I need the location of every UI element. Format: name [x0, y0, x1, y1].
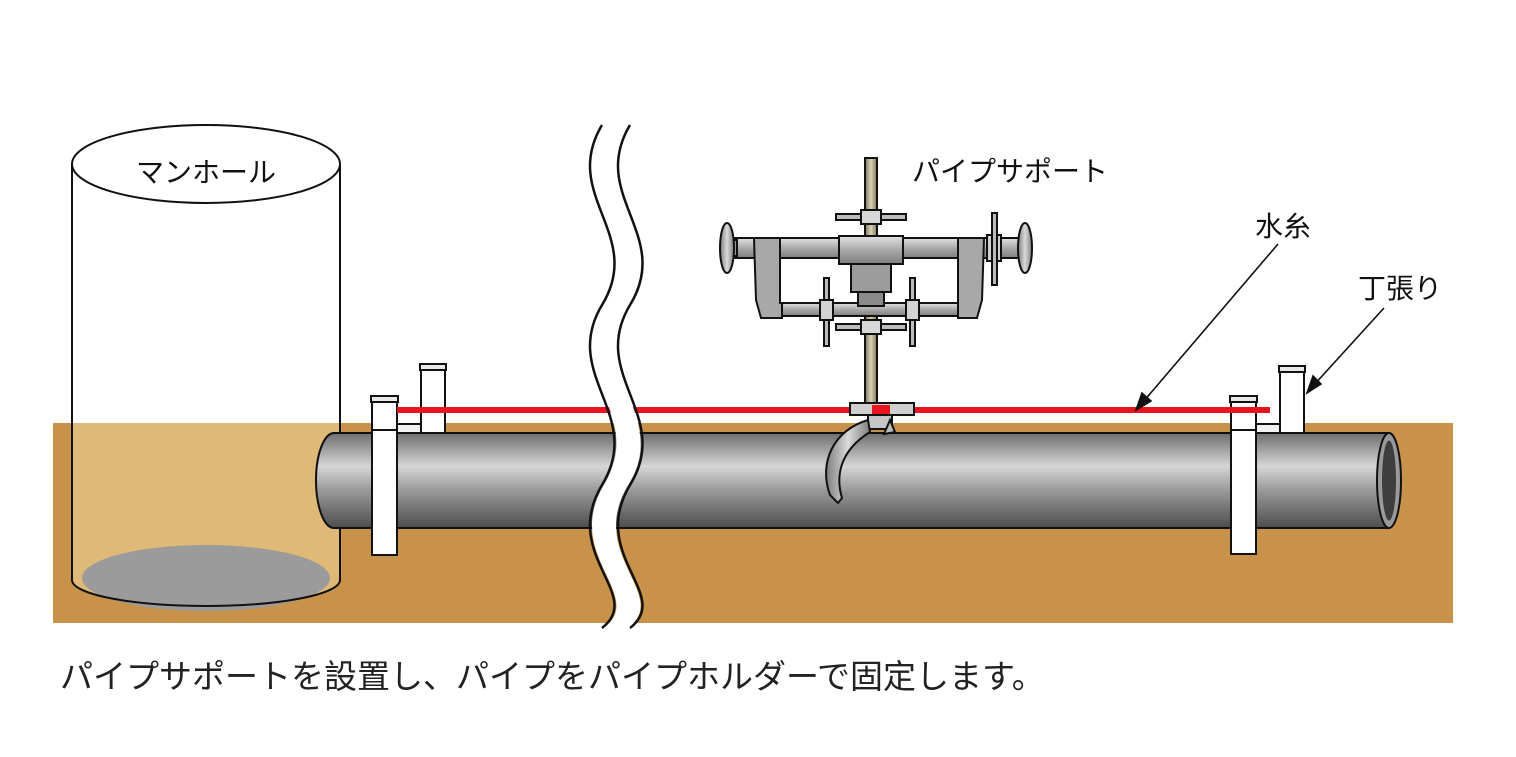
- break-line-right: [616, 124, 644, 629]
- leader-water-string: [1134, 243, 1279, 412]
- label-water-string: 水糸: [1255, 210, 1311, 243]
- pipe: [315, 432, 1402, 529]
- pipe-support: [719, 157, 1033, 505]
- caption-text: パイプサポートを設置し、パイプをパイプホルダーで固定します。: [60, 657, 1045, 696]
- label-batter-board: 丁張り: [1358, 272, 1442, 305]
- label-manhole: マンホール: [136, 156, 276, 189]
- break-line-left: [588, 124, 616, 629]
- manhole-floor: [82, 545, 330, 611]
- manhole-top: [71, 124, 341, 204]
- label-pipe-support: パイプサポート: [912, 155, 1108, 188]
- leader-batter-board: [1305, 307, 1385, 395]
